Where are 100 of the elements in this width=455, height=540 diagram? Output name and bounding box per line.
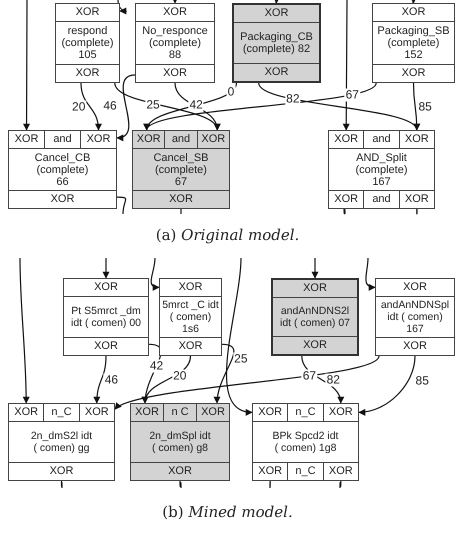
activity-label: No_responce (complete) 88	[142, 25, 208, 61]
activity-box	[8, 403, 115, 481]
activity-label: Cancel_CB (complete) 66	[34, 152, 90, 188]
arrow	[412, 83, 420, 131]
gate-label: XOR	[322, 404, 358, 421]
arrow	[312, 258, 318, 279]
gate-label: XOR	[196, 404, 229, 421]
edge-label: 20	[71, 100, 86, 113]
activity-box	[159, 278, 222, 356]
gate-label: XOR	[48, 464, 74, 479]
gate-label: XOR	[93, 339, 119, 354]
activity-label: Packaging_CB (complete) 82	[240, 31, 313, 55]
gate-label: and	[363, 191, 399, 208]
activity-label: andAnNDNSpl idt ( comen) 167	[380, 299, 450, 335]
arrow	[214, 344, 234, 404]
gate-label: XOR	[402, 339, 428, 354]
arrow	[358, 356, 416, 416]
activity-box	[328, 130, 435, 209]
activity-box	[130, 403, 230, 481]
gate-label: XOR	[167, 464, 193, 479]
edge-label: 42	[188, 98, 204, 111]
gate-label: XOR	[322, 463, 358, 480]
edge-label: 25	[233, 352, 249, 366]
gate-label: XOR	[302, 338, 328, 353]
connector-line	[180, 209, 182, 214]
connector-line	[339, 481, 342, 488]
connector-line	[117, 196, 126, 214]
arrow	[342, 0, 350, 131]
gate-label: XOR	[398, 191, 434, 208]
edge-label: 85	[414, 374, 430, 388]
arrow	[142, 356, 192, 404]
edge-label: 42	[148, 360, 164, 373]
activity-label: Pt S5mrct _dm idt ( comen) 00	[70, 305, 142, 329]
gate-label: n_C	[287, 463, 323, 480]
activity-label: 2n_dmS2l idt ( comen) gg	[30, 430, 94, 454]
gate-label: n_C	[43, 404, 79, 421]
arrow	[410, 0, 417, 4]
edge-label: 20	[172, 369, 188, 382]
arrow	[226, 258, 253, 415]
activity-label: 5mrct _C idt ( comen) 1s6	[162, 299, 219, 335]
connector-line	[60, 481, 63, 488]
activity-label: Cancel_SB (complete) 67	[153, 152, 209, 188]
gate-label: XOR	[78, 404, 114, 421]
arrow	[19, 258, 30, 404]
gate-label: XOR	[264, 6, 290, 21]
edge-label: 82	[285, 92, 301, 106]
gate-label: XOR	[400, 66, 426, 81]
edge-label: 0	[226, 86, 236, 99]
edge-label: 46	[104, 373, 120, 386]
gate-label: and	[363, 131, 399, 148]
connector-line	[416, 209, 418, 214]
gate-label: n_C	[287, 404, 323, 421]
gate-label: XOR	[134, 405, 160, 420]
edge-label: 85	[417, 100, 433, 113]
edge-label: 67	[344, 88, 360, 102]
arrow	[172, 0, 178, 4]
activity-box	[135, 3, 215, 83]
caption: (b) Mined model.	[162, 503, 293, 521]
arrow	[116, 74, 136, 140]
activity-label: respond (complete) 105	[62, 25, 114, 61]
connector-line	[179, 481, 182, 488]
gate-label: XOR	[168, 192, 194, 207]
edge-label: 82	[326, 373, 341, 386]
activity-box	[132, 130, 230, 209]
arrow	[146, 82, 377, 131]
gate-label: XOR	[257, 405, 284, 420]
gate-label: and	[164, 131, 197, 148]
gate-label: XOR	[80, 131, 116, 148]
gate-label: XOR	[257, 464, 284, 479]
gate-label: XOR	[162, 5, 188, 20]
activity-label: Packaging_SB (complete) 152	[377, 25, 450, 61]
gate-label: XOR	[178, 280, 204, 295]
arrow	[272, 0, 280, 4]
gate-label: XOR	[74, 5, 100, 20]
edge-label: 25	[145, 98, 161, 111]
activity-label: AND_Split (complete) 167	[356, 152, 408, 188]
gate-label: XOR	[136, 132, 162, 147]
gate-label: XOR	[402, 280, 428, 295]
gate-label: XOR	[50, 192, 76, 207]
activity-box	[271, 278, 359, 356]
activity-box	[252, 403, 359, 481]
edge-label: 67	[302, 369, 318, 382]
connector-line	[269, 481, 271, 488]
edge-label: 46	[102, 100, 118, 113]
arrow	[301, 356, 344, 404]
gate-label: XOR	[333, 192, 360, 207]
arrow	[80, 82, 102, 131]
activity-box	[375, 278, 455, 356]
arrow	[117, 0, 126, 15]
gate-label: XOR	[13, 405, 40, 420]
gate-label: XOR	[93, 280, 119, 295]
arrow	[150, 258, 160, 290]
arrow	[94, 356, 107, 404]
activity-box	[8, 130, 117, 209]
gate-label: XOR	[196, 131, 229, 148]
arrow	[114, 356, 380, 410]
gate-label: XOR	[302, 281, 328, 296]
caption: (a) Original model.	[156, 226, 300, 244]
activity-label: BPk Spcd2 idt ( comen) 1g8	[272, 430, 338, 454]
arrow	[365, 258, 376, 290]
